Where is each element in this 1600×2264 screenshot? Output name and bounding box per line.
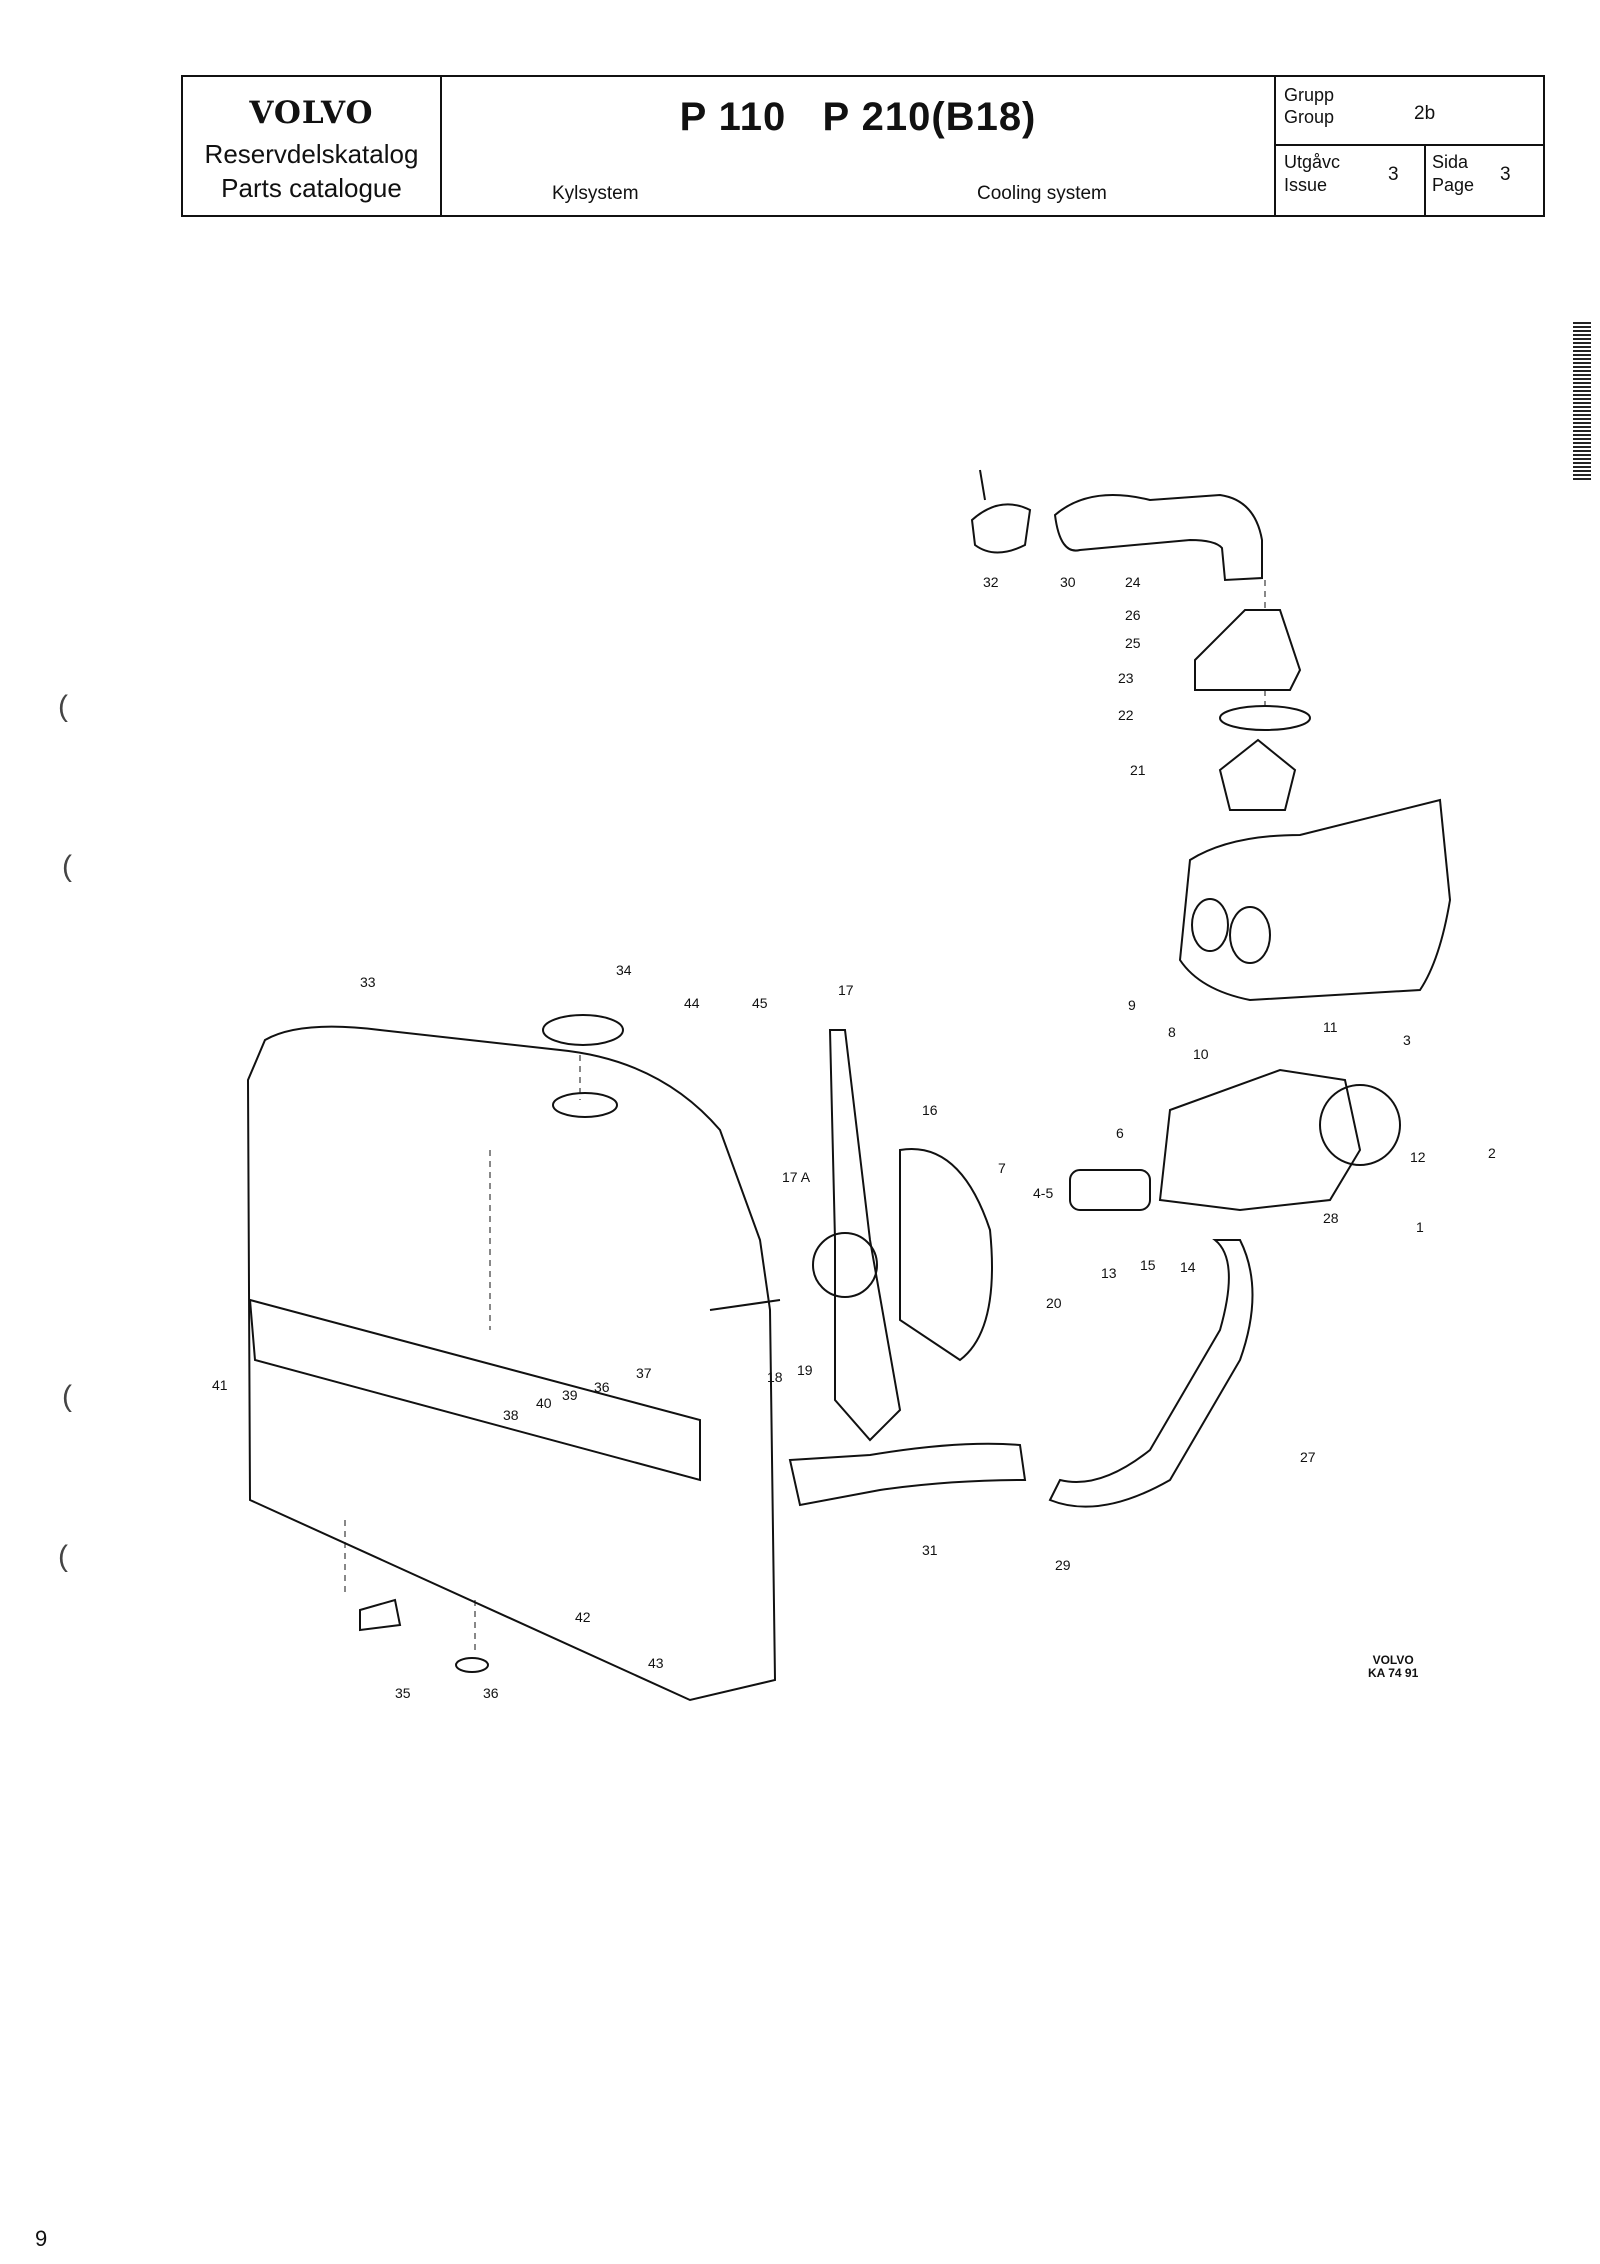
punch-hole-mark: ( — [62, 1380, 72, 1413]
callout-label: 16 — [922, 1102, 938, 1118]
callout-label: 22 — [1118, 707, 1134, 723]
callout-label: 8 — [1168, 1024, 1176, 1040]
callout-label: 17 — [838, 982, 854, 998]
catalogue-title-sv: Reservdelskatalog — [204, 139, 419, 169]
punch-hole-mark: ( — [58, 690, 68, 723]
radiator-cap-drawing — [542, 1014, 624, 1046]
callout-label: 24 — [1125, 574, 1141, 590]
bottom-hose-drawing — [788, 1442, 1027, 1507]
callout-label: 38 — [503, 1407, 519, 1423]
thermostat-housing-drawing — [1194, 609, 1302, 691]
callout-label: 33 — [360, 974, 376, 990]
pulley-drawing — [899, 1148, 993, 1362]
fan-blade-drawing — [828, 1029, 902, 1442]
callout-label: 32 — [983, 574, 999, 590]
hose-clamp-drawing — [970, 469, 1032, 554]
callout-label: 13 — [1101, 1265, 1117, 1281]
page-label-en: Page — [1432, 175, 1475, 195]
callout-label: 27 — [1300, 1449, 1316, 1465]
radiator-drawing — [246, 1025, 777, 1702]
callout-label: 35 — [395, 1685, 411, 1701]
callout-label: 36 — [483, 1685, 499, 1701]
callout-label: 44 — [684, 995, 700, 1011]
group-value: 2b — [1414, 103, 1436, 124]
callout-label: 3 — [1403, 1032, 1411, 1048]
callout-label: 30 — [1060, 574, 1076, 590]
callout-label: 41 — [212, 1377, 228, 1393]
engine-block-drawing — [1178, 798, 1452, 1002]
callout-label: 36 — [594, 1379, 610, 1395]
group-label-sv: Grupp — [1284, 85, 1335, 105]
callout-label: 39 — [562, 1387, 578, 1403]
catalogue-title-en: Parts catalogue — [221, 173, 402, 203]
lower-hose-drawing — [1048, 1239, 1254, 1508]
thermostat-drawing — [1218, 738, 1297, 811]
callout-label: 9 — [1128, 997, 1136, 1013]
callout-label: 19 — [797, 1362, 813, 1378]
callout-label: 40 — [536, 1395, 552, 1411]
drain-tap-drawing — [359, 1598, 402, 1632]
callout-label: 23 — [1118, 670, 1134, 686]
issue-value: 3 — [1388, 164, 1399, 185]
catalogue-header: VOLVO Reservdelskatalog Parts catalogue … — [181, 75, 1545, 217]
info-cell: Grupp Group 2b Utgåvc Issue 3 Sida Page … — [1276, 77, 1543, 215]
callout-label: 10 — [1193, 1046, 1209, 1062]
issue-label-sv: Utgåvc — [1284, 152, 1341, 172]
drain-plug-drawing — [455, 1657, 489, 1673]
pump-shaft-drawing — [1069, 1169, 1151, 1211]
group-label-en: Group — [1284, 107, 1335, 127]
callout-label: 1 — [1416, 1219, 1424, 1235]
punch-hole-mark: ( — [62, 850, 72, 883]
issue-box: Utgåvc Issue 3 — [1276, 144, 1426, 215]
system-name-sv: Kylsystem — [552, 183, 639, 204]
callout-label: 21 — [1130, 762, 1146, 778]
callout-label: 7 — [998, 1160, 1006, 1176]
brand-cell: VOLVO Reservdelskatalog Parts catalogue — [183, 77, 442, 215]
stamp-brand: VOLVO — [1372, 1653, 1414, 1667]
callout-label: 45 — [752, 995, 768, 1011]
callout-label: 12 — [1410, 1149, 1426, 1165]
page-box: Sida Page 3 — [1424, 144, 1543, 215]
page-label-sv: Sida — [1432, 152, 1469, 172]
callout-label: 11 — [1323, 1019, 1338, 1035]
title-cell: P 110 P 210(B18) Kylsystem Cooling syste… — [442, 77, 1276, 215]
brand-logo: VOLVO — [249, 95, 374, 131]
callout-label: 4-5 — [1033, 1185, 1053, 1201]
callout-label: 6 — [1116, 1125, 1124, 1141]
stamp-code: KA 74 91 — [1368, 1666, 1419, 1680]
group-box: Grupp Group 2b — [1276, 77, 1543, 146]
gasket-drawing — [1219, 705, 1311, 731]
callout-label: 20 — [1046, 1295, 1062, 1311]
index-tab-strip — [1573, 322, 1591, 480]
callout-label: 43 — [648, 1655, 664, 1671]
callout-label: 25 — [1125, 635, 1141, 651]
page-value: 3 — [1500, 164, 1511, 185]
callout-label: 17 A — [782, 1169, 811, 1185]
model-title: P 110 P 210(B18) — [679, 95, 1037, 139]
callout-label: 18 — [767, 1369, 783, 1385]
callout-label: 34 — [616, 962, 632, 978]
callout-label: 14 — [1180, 1259, 1196, 1275]
callout-label: 42 — [575, 1609, 591, 1625]
system-name-en: Cooling system — [977, 183, 1107, 204]
callout-label: 29 — [1055, 1557, 1071, 1573]
callout-label: 31 — [922, 1542, 938, 1558]
water-pump-drawing — [1158, 1068, 1362, 1212]
issue-label-en: Issue — [1284, 175, 1328, 195]
callout-label: 15 — [1140, 1257, 1156, 1273]
callout-label: 2 — [1488, 1145, 1496, 1161]
fan-hub-drawing — [812, 1232, 878, 1298]
drawing-reference-stamp: VOLVO KA 74 91 — [1368, 1654, 1418, 1680]
upper-hose-drawing — [1053, 493, 1263, 582]
callout-label: 37 — [636, 1365, 652, 1381]
punch-hole-mark: ( — [58, 1540, 68, 1573]
callout-label: 28 — [1323, 1210, 1339, 1226]
callout-label: 26 — [1125, 607, 1141, 623]
page-number: 9 — [35, 2226, 48, 2251]
